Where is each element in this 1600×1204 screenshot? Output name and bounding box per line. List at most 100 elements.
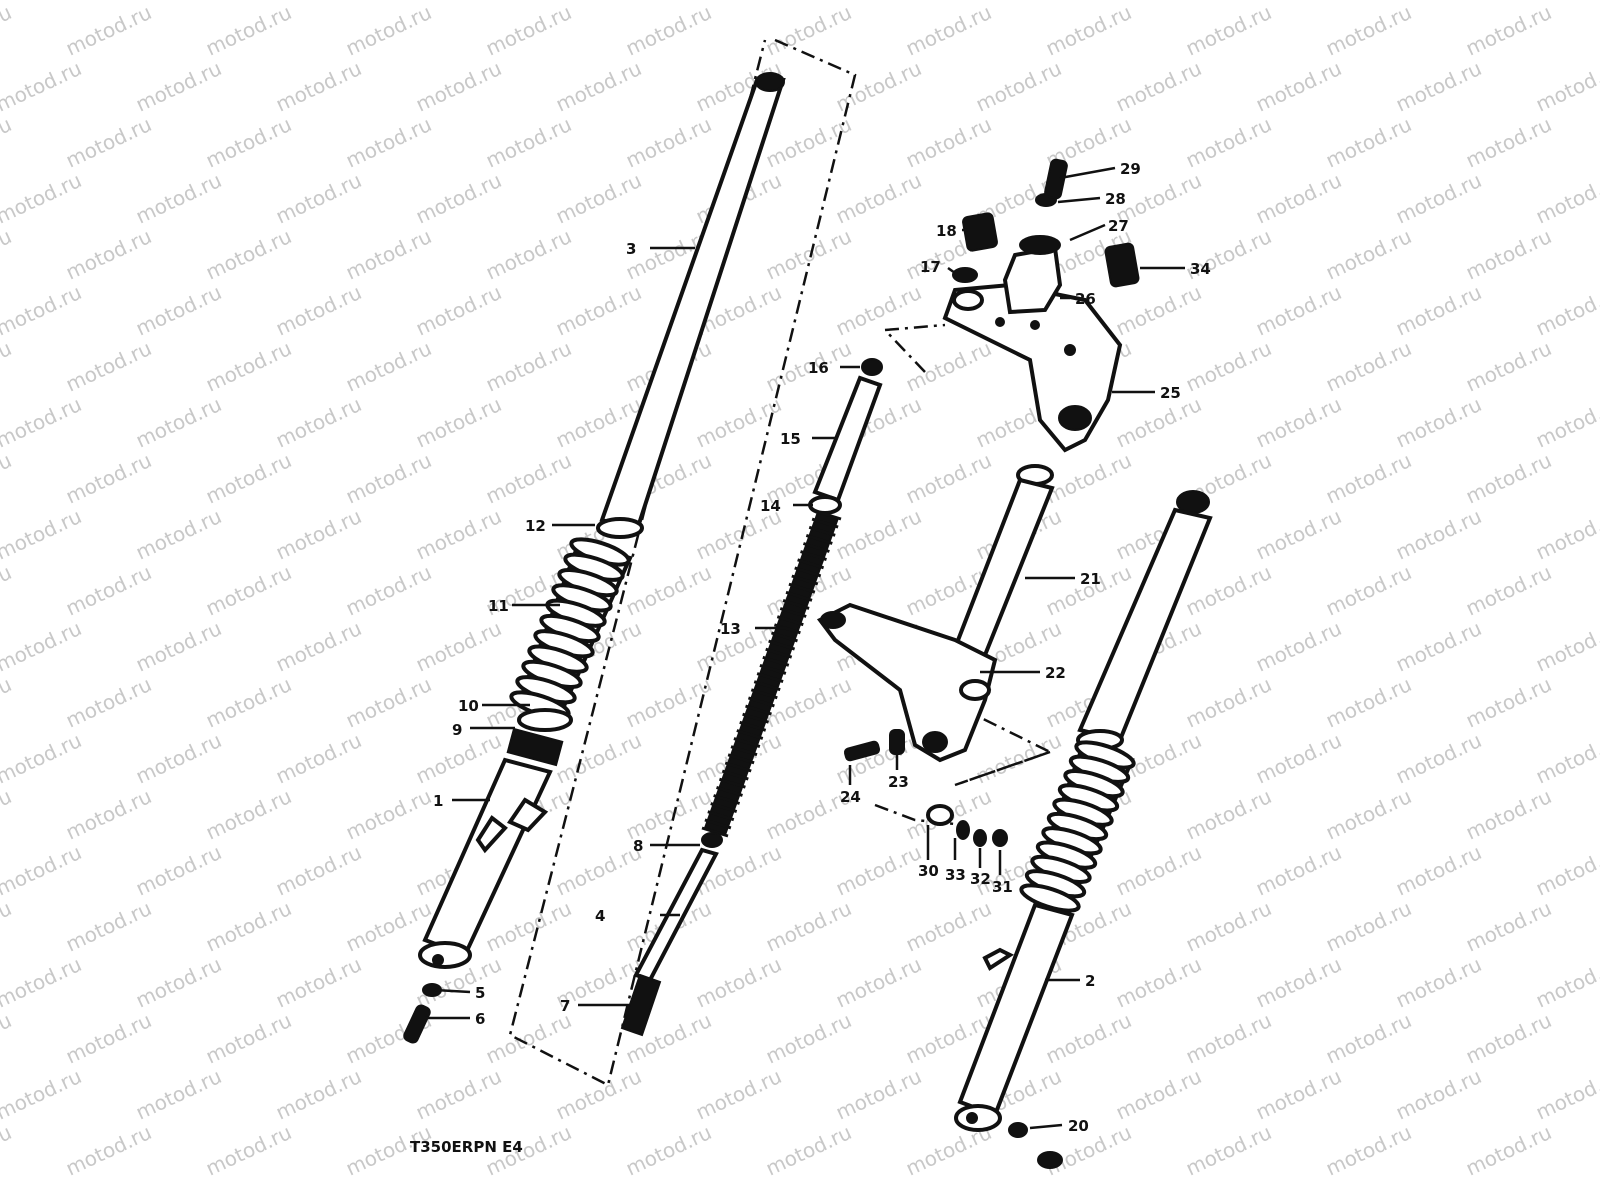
watermark-text: motod.ru bbox=[1392, 168, 1485, 229]
watermark-text: motod.ru bbox=[1252, 616, 1345, 677]
watermark-text: motod.ru bbox=[62, 896, 155, 957]
watermark-text: motod.ru bbox=[1322, 1120, 1415, 1181]
callout-30: 30 bbox=[918, 862, 939, 880]
watermark-text: motod.ru bbox=[1252, 1064, 1345, 1125]
watermark-text: motod.ru bbox=[482, 1008, 575, 1069]
watermark-text: motod.ru bbox=[1182, 560, 1275, 621]
watermark-text: motod.ru bbox=[1112, 840, 1205, 901]
callout-6: 6 bbox=[475, 1010, 485, 1028]
spring-coil bbox=[773, 623, 801, 635]
spring-coil bbox=[785, 590, 813, 602]
watermark-text: motod.ru bbox=[622, 560, 715, 621]
spring-coil bbox=[733, 737, 761, 749]
watermark-text: motod.ru bbox=[0, 336, 15, 397]
watermark-text: motod.ru bbox=[1532, 616, 1600, 677]
watermark-text: motod.ru bbox=[762, 1120, 855, 1181]
spring-coil bbox=[727, 753, 755, 765]
watermark-text: motod.ru bbox=[832, 1064, 925, 1125]
watermark-text: motod.ru bbox=[1112, 952, 1205, 1013]
watermark-text: motod.ru bbox=[0, 728, 85, 789]
watermark-text: motod.ru bbox=[1532, 56, 1600, 117]
watermark-text: motod.ru bbox=[622, 0, 715, 61]
watermark-text: motod.ru bbox=[0, 280, 85, 341]
watermark-text: motod.ru bbox=[0, 1008, 15, 1069]
watermark-text: motod.ru bbox=[552, 168, 645, 229]
watermark-text: motod.ru bbox=[1252, 728, 1345, 789]
watermark-text: motod.ru bbox=[202, 896, 295, 957]
watermark-text: motod.ru bbox=[0, 0, 85, 5]
watermark-text: motod.ru bbox=[342, 0, 435, 61]
watermark-text: motod.ru bbox=[552, 728, 645, 789]
damper-internal-parts bbox=[620, 358, 883, 1037]
watermark-text: motod.ru bbox=[202, 1008, 295, 1069]
watermark-text: motod.ru bbox=[972, 56, 1065, 117]
watermark-text: motod.ru bbox=[202, 784, 295, 845]
watermark-text: motod.ru bbox=[1462, 448, 1555, 509]
watermark-text: motod.ru bbox=[902, 0, 995, 61]
watermark-text: motod.ru bbox=[902, 112, 995, 173]
watermark-text: motod.ru bbox=[0, 224, 15, 285]
callout-11: 11 bbox=[488, 597, 509, 615]
watermark-text: motod.ru bbox=[1182, 112, 1275, 173]
watermark-text: motod.ru bbox=[622, 1120, 715, 1181]
watermark-text: motod.ru bbox=[272, 56, 365, 117]
watermark-text: motod.ru bbox=[1462, 0, 1555, 61]
watermark-text: motod.ru bbox=[1462, 672, 1555, 733]
spring-coil bbox=[710, 802, 738, 814]
callout-28: 28 bbox=[1105, 190, 1126, 208]
watermark-text: motod.ru bbox=[272, 392, 365, 453]
watermark-text: motod.ru bbox=[0, 616, 85, 677]
spring-coil bbox=[800, 550, 827, 562]
watermark-text: motod.ru bbox=[342, 896, 435, 957]
watermark-text: motod.ru bbox=[202, 560, 295, 621]
spring-coil bbox=[805, 533, 833, 545]
callout-1: 1 bbox=[433, 792, 443, 810]
watermark-text: motod.ru bbox=[1532, 728, 1600, 789]
watermark-text: motod.ru bbox=[342, 784, 435, 845]
spring-coil bbox=[745, 704, 772, 716]
watermark-text: motod.ru bbox=[832, 168, 925, 229]
spring-coil bbox=[701, 826, 729, 838]
watermark-text: motod.ru bbox=[62, 448, 155, 509]
spring-coil bbox=[704, 818, 732, 830]
watermark-text: motod.ru bbox=[342, 448, 435, 509]
callout-33: 33 bbox=[945, 866, 966, 884]
watermark-text: motod.ru bbox=[1462, 896, 1555, 957]
spring-coil bbox=[730, 745, 758, 757]
spring-coil bbox=[707, 810, 735, 822]
spring-coil bbox=[794, 566, 822, 578]
watermark-text: motod.ru bbox=[62, 1008, 155, 1069]
watermark-text: motod.ru bbox=[0, 952, 85, 1013]
watermark-text: motod.ru bbox=[482, 0, 575, 61]
watermark-text: motod.ru bbox=[342, 336, 435, 397]
watermark-text: motod.ru bbox=[0, 504, 85, 565]
spring-coil bbox=[716, 785, 743, 797]
callout-32: 32 bbox=[970, 870, 991, 888]
watermark-text: motod.ru bbox=[1182, 672, 1275, 733]
spring-coil bbox=[747, 696, 775, 708]
spring-coil bbox=[776, 615, 804, 627]
watermark-text: motod.ru bbox=[132, 616, 225, 677]
callout-14: 14 bbox=[760, 497, 781, 515]
watermark-text: motod.ru bbox=[0, 112, 15, 173]
watermark-text: motod.ru bbox=[1112, 56, 1205, 117]
watermark-text: motod.ru bbox=[1322, 1008, 1415, 1069]
watermark-text: motod.ru bbox=[1462, 112, 1555, 173]
watermark-text: motod.ru bbox=[1462, 1008, 1555, 1069]
callout-13: 13 bbox=[720, 620, 741, 638]
watermark-text: motod.ru bbox=[762, 1008, 855, 1069]
watermark-text: motod.ru bbox=[1392, 504, 1485, 565]
watermark-text: motod.ru bbox=[62, 0, 155, 61]
watermark-text: motod.ru bbox=[902, 896, 995, 957]
watermark-text: motod.ru bbox=[132, 728, 225, 789]
watermark-text: motod.ru bbox=[0, 1064, 85, 1125]
watermark-text: motod.ru bbox=[132, 1064, 225, 1125]
watermark-text: motod.ru bbox=[412, 392, 505, 453]
watermark-text: motod.ru bbox=[902, 448, 995, 509]
watermark-text: motod.ru bbox=[832, 840, 925, 901]
spring-coil bbox=[788, 582, 816, 594]
watermark-text: motod.ru bbox=[762, 112, 855, 173]
watermark-text: motod.ru bbox=[1112, 280, 1205, 341]
callout-2: 2 bbox=[1085, 972, 1095, 990]
watermark-text: motod.ru bbox=[62, 672, 155, 733]
